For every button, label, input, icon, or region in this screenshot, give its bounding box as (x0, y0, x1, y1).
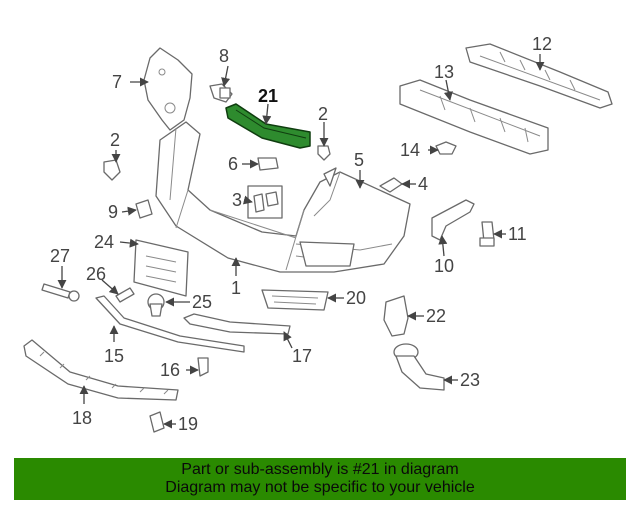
part-13-absorber[interactable] (399, 79, 549, 155)
part-18-lower-trim[interactable] (23, 339, 179, 401)
leader-lines (57, 54, 545, 429)
part-9-plate[interactable] (135, 199, 153, 219)
part-19-clip[interactable] (149, 411, 165, 433)
callout-7: 7 (112, 72, 122, 92)
part-22-duct[interactable] (383, 295, 409, 337)
callout-27: 27 (50, 246, 70, 266)
part-15-strip[interactable] (95, 295, 245, 353)
callout-5: 5 (354, 150, 364, 170)
part-24-license-bracket[interactable] (133, 239, 189, 297)
part-23-hose[interactable] (393, 343, 445, 391)
part-16-clip[interactable] (197, 357, 209, 377)
callout-14: 14 (400, 140, 420, 160)
callout-24: 24 (94, 232, 114, 252)
callout-4: 4 (418, 174, 428, 194)
callout-1: 1 (231, 278, 241, 298)
part-2-clip-upper[interactable] (317, 145, 331, 161)
callout-18: 18 (72, 408, 92, 428)
callout-26: 26 (86, 264, 106, 284)
callout-3: 3 (232, 190, 242, 210)
part-14-clip[interactable] (435, 141, 457, 155)
part-20-deflector[interactable] (261, 289, 329, 311)
callout-8: 8 (219, 46, 229, 66)
callout-22: 22 (426, 306, 446, 326)
info-banner: Part or sub-assembly is #21 in diagram D… (14, 458, 626, 500)
part-27-bolt[interactable] (41, 283, 80, 302)
callout-2-upper: 2 (318, 104, 328, 124)
part-8-bolt[interactable] (209, 83, 233, 103)
callout-21: 21 (258, 86, 278, 106)
callout-10: 10 (434, 256, 454, 276)
callout-9: 9 (108, 202, 118, 222)
callout-20: 20 (346, 288, 366, 308)
callout-12: 12 (532, 34, 552, 54)
callout-6: 6 (228, 154, 238, 174)
part-2-clip-left[interactable] (103, 159, 121, 181)
part-3-clip-kit[interactable] (247, 185, 283, 219)
callout-11: 11 (508, 224, 527, 244)
parts-diagram: 8 7 21 2 2 12 13 14 5 4 6 3 9 24 1 10 11… (23, 34, 613, 434)
callout-16: 16 (160, 360, 180, 380)
part-10-bracket[interactable] (431, 199, 475, 241)
callout-23: 23 (460, 370, 480, 390)
part-6-clip[interactable] (257, 157, 279, 171)
banner-line-2: Diagram may not be specific to your vehi… (165, 479, 475, 496)
banner-line-1: Part or sub-assembly is #21 in diagram (181, 461, 459, 478)
part-1-bumper-cover[interactable] (155, 121, 411, 273)
part-26-screw[interactable] (115, 287, 135, 303)
callout-15: 15 (104, 346, 124, 366)
callout-19: 19 (178, 414, 198, 434)
callout-25: 25 (192, 292, 212, 312)
part-4-clip[interactable] (379, 177, 403, 193)
callout-2-left: 2 (110, 130, 120, 150)
callout-17: 17 (292, 346, 312, 366)
part-11-bolt[interactable] (479, 221, 495, 247)
part-25-pin[interactable] (147, 293, 165, 317)
part-7-bracket[interactable] (143, 47, 193, 131)
callout-13: 13 (434, 62, 454, 82)
part-17-molding[interactable] (183, 313, 291, 335)
part-12-absorber[interactable] (465, 43, 613, 109)
part-21-reinforcement[interactable] (225, 103, 311, 149)
